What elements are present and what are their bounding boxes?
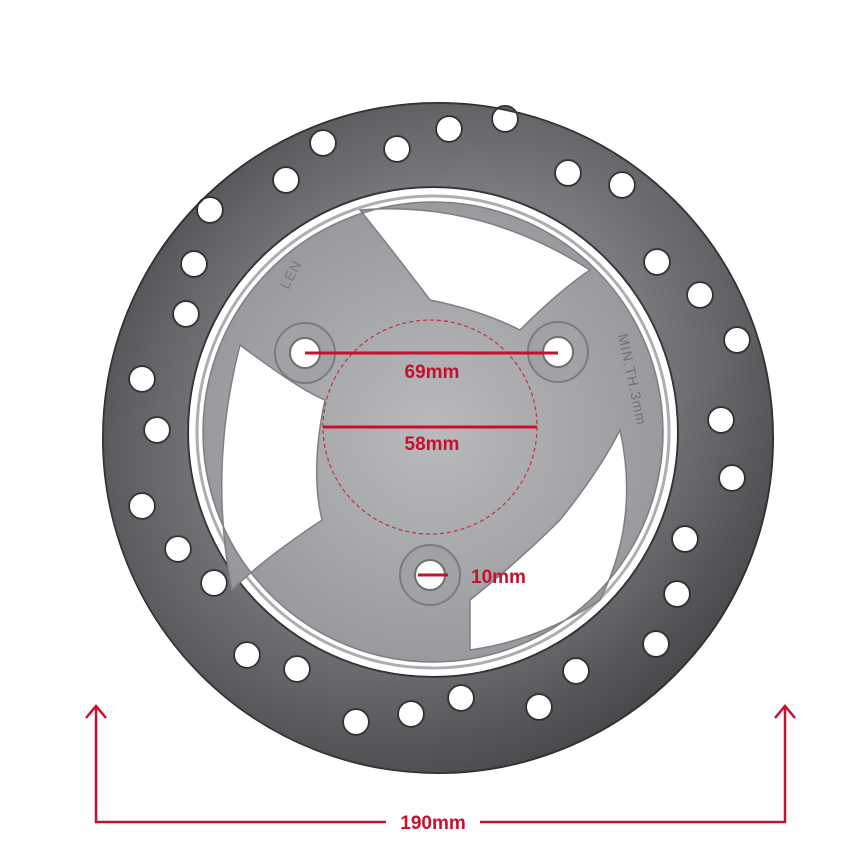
hub-carrier (202, 201, 664, 663)
bolt-circle-label: 69mm (405, 362, 460, 383)
outer-diameter-left-bracket (94, 708, 386, 824)
hub-outer-groove (195, 194, 671, 670)
bolt-hole-label: 10mm (471, 567, 526, 588)
disc-hub (195, 194, 671, 670)
dimension-center-bore: 58mm (323, 425, 537, 455)
arrow-up-left-icon (85, 704, 107, 719)
dimension-bolt-hole: 10mm (418, 567, 526, 588)
brake-disc (101, 102, 775, 774)
center-bore-label: 58mm (405, 434, 460, 455)
dimension-outer-diameter: 190mm (85, 704, 796, 834)
dimension-bolt-circle: 69mm (305, 351, 558, 383)
outer-diameter-right-bracket (480, 708, 787, 824)
arrow-up-right-icon (774, 704, 796, 719)
outer-diameter-label: 190mm (400, 813, 466, 834)
